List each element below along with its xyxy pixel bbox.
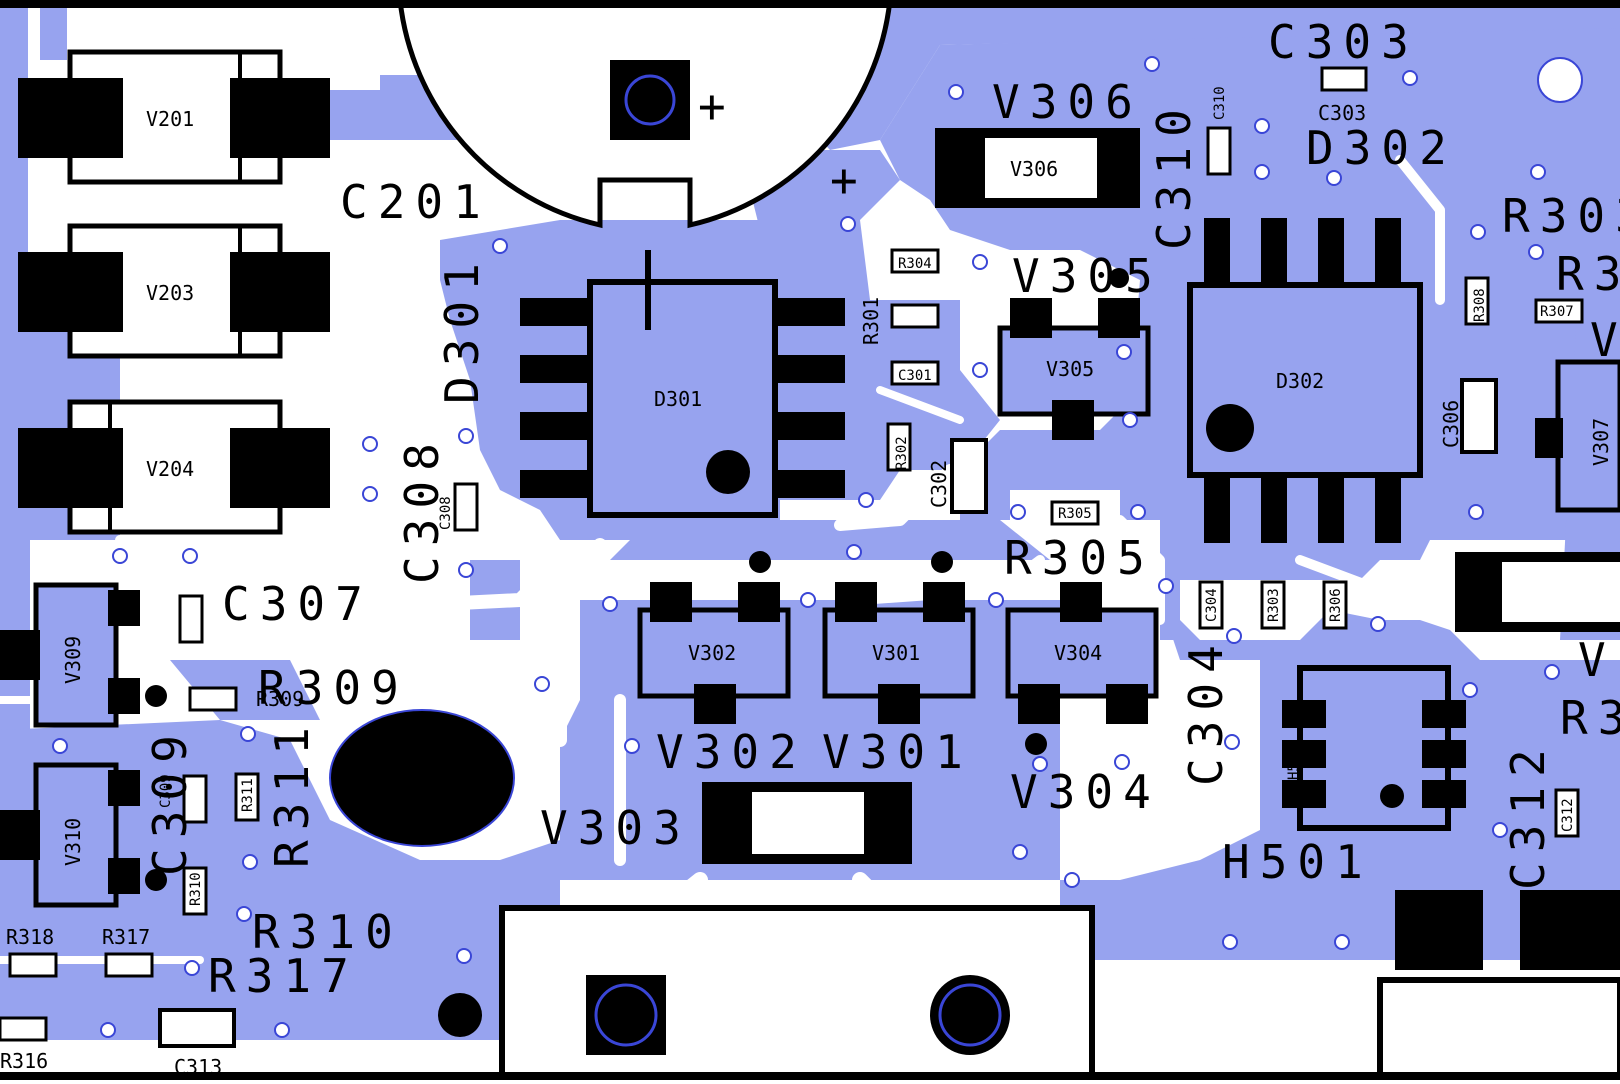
- label-c301-small: C301: [898, 368, 932, 384]
- label-c309-big: C309: [143, 725, 197, 876]
- label-r318: R318: [6, 925, 54, 949]
- label-c312-big: C312: [1501, 739, 1555, 890]
- component-h501: [1282, 665, 1466, 831]
- transistor-v304: [1005, 582, 1159, 755]
- label-r316: R316: [0, 1049, 48, 1073]
- label-v310: V310: [61, 818, 85, 866]
- label-v-edge: V: [1590, 313, 1620, 367]
- label-c302: C302: [927, 460, 951, 508]
- label-r303-small: R303: [1266, 588, 1282, 622]
- label-c312-small: C312: [1560, 798, 1576, 832]
- label-c303-big: C303: [1268, 15, 1419, 69]
- label-c303-small: C303: [1318, 101, 1366, 125]
- label-v304-body: V304: [1054, 641, 1102, 665]
- label-r310-small: R310: [188, 872, 204, 906]
- board-edge: [0, 0, 1620, 8]
- silkscreen-labels: C201 + + C303 C303 V306 V306 C310 C310 D…: [0, 15, 1620, 1079]
- ic-d302: [1187, 218, 1423, 543]
- label-d302-big: D302: [1306, 121, 1457, 175]
- connector-bottom: [438, 905, 1095, 1084]
- label-v302-big: V302: [656, 725, 807, 779]
- label-v305-big: V305: [1012, 249, 1163, 303]
- label-v303-big: V303: [540, 801, 691, 855]
- label-r310-big: R310: [252, 905, 403, 959]
- label-r305-big: R305: [1004, 531, 1155, 585]
- vias: [52, 56, 1583, 1038]
- diode-v204: [18, 399, 330, 535]
- label-c308-big: C308: [395, 433, 449, 584]
- board-edge-bottom: [0, 1072, 1620, 1080]
- transistor-v302: [637, 551, 791, 724]
- label-c307: C307: [222, 577, 373, 631]
- label-c310-small: C310: [1212, 86, 1228, 120]
- label-c201: C201: [340, 175, 491, 229]
- label-v309: V309: [61, 636, 85, 684]
- component-v303: [702, 782, 912, 864]
- label-r317-big: R317: [208, 949, 359, 1003]
- label-v307: V307: [1589, 418, 1613, 466]
- smd-footprints: [0, 66, 1584, 1048]
- ic-d301: [520, 250, 845, 518]
- transistor-v305: [997, 268, 1151, 440]
- label-c310-big: C310: [1147, 99, 1201, 250]
- label-v201: V201: [146, 107, 194, 131]
- label-c306: C306: [1439, 400, 1463, 448]
- transistor-v301: [822, 551, 976, 724]
- label-v306-body: V306: [1010, 157, 1058, 181]
- component-v306: [935, 128, 1140, 208]
- label-r317-small: R317: [102, 925, 150, 949]
- label-r311-small: R311: [240, 778, 256, 812]
- label-r3-big: R3: [1556, 247, 1620, 301]
- regulator-v309: [0, 582, 167, 728]
- label-r3-lower: R3: [1560, 691, 1620, 745]
- label-c304-big: C304: [1179, 635, 1233, 786]
- label-c309-small: C309: [158, 774, 174, 808]
- label-r301: R301: [859, 297, 883, 345]
- label-v204: V204: [146, 457, 194, 481]
- diode-v203: [18, 223, 330, 359]
- label-r304-small: R304: [898, 256, 932, 272]
- large-oval-pad: [329, 709, 515, 847]
- label-v302-body: V302: [688, 641, 736, 665]
- label-r306-small: R306: [1328, 588, 1344, 622]
- label-d301-big: D301: [435, 253, 489, 404]
- label-v305-body: V305: [1046, 357, 1094, 381]
- label-c304-small: C304: [1204, 588, 1220, 622]
- label-plus-2: +: [830, 153, 868, 207]
- label-v-lower: V: [1578, 633, 1616, 687]
- label-h501-body: H501: [1286, 746, 1302, 780]
- label-r311-big: R311: [265, 717, 319, 868]
- label-h501-big: H501: [1222, 835, 1373, 889]
- capacitor-c201-outline: [397, 0, 893, 229]
- diode-v201: [18, 49, 330, 185]
- label-v306-big: V306: [992, 75, 1143, 129]
- label-v301-big: V301: [822, 725, 973, 779]
- label-r309-big: R309: [258, 661, 409, 715]
- label-c308-small: C308: [438, 496, 454, 530]
- label-v301-body: V301: [872, 641, 920, 665]
- label-v304-big: V304: [1010, 765, 1161, 819]
- label-d302-body: D302: [1276, 369, 1324, 393]
- trace-clearances: [0, 0, 1460, 960]
- label-d301-body: D301: [654, 387, 702, 411]
- label-r303-big: R303: [1502, 189, 1620, 243]
- label-r307-small: R307: [1540, 304, 1574, 320]
- label-r305-small: R305: [1058, 506, 1092, 522]
- label-r308-small: R308: [1472, 288, 1488, 322]
- label-r302-small: R302: [894, 436, 910, 470]
- label-v203: V203: [146, 281, 194, 305]
- label-plus-1: +: [698, 79, 736, 133]
- label-r309-small: R309: [256, 687, 304, 711]
- regulator-v310: [0, 762, 167, 908]
